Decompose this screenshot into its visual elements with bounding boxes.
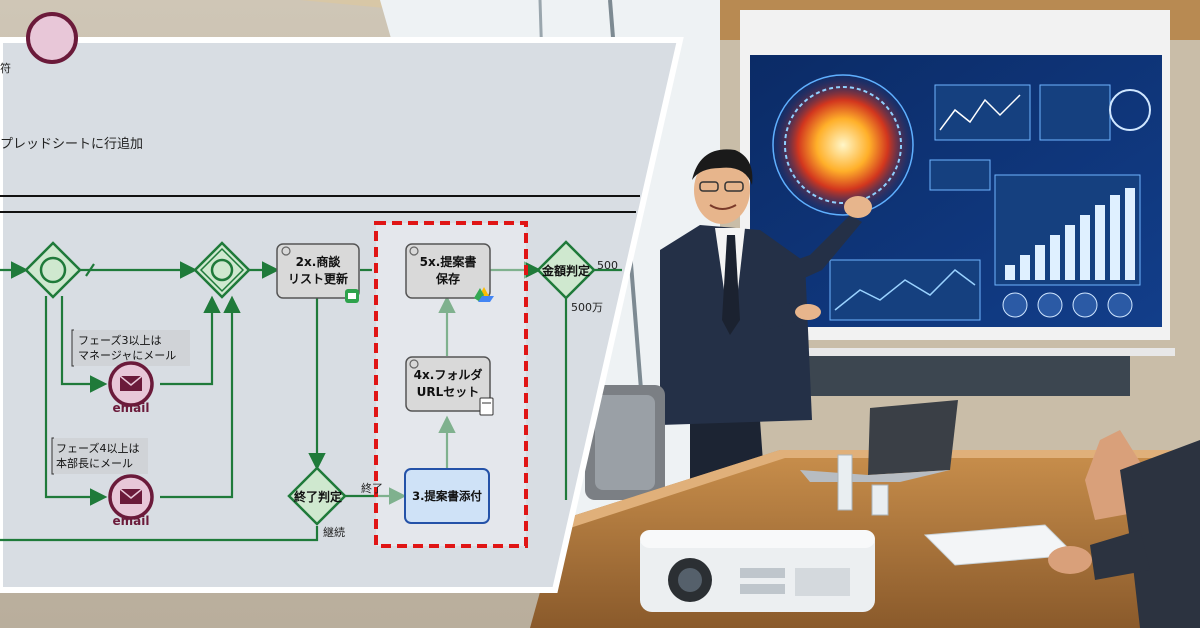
task-3-label: 3.提案書添付 (412, 489, 482, 503)
note-phase3-line2: マネージャにメール (78, 349, 176, 362)
task-4x-line1: 4x.フォルダ (414, 367, 483, 382)
edge-continue-label: 継続 (323, 525, 345, 539)
glasses (837, 454, 889, 516)
note-phase4-line1: フェーズ4以上は (56, 441, 139, 455)
task-4x[interactable]: 4x.フォルダ URLセット (405, 356, 494, 416)
task-5x[interactable]: 5x.提案書 保存 (405, 243, 494, 302)
email-label-1: email (113, 401, 150, 415)
gear-icon (409, 359, 419, 369)
envelope-icon-flap (119, 375, 143, 386)
end-judge-gateway: 終了判定 終了 継続 (287, 466, 383, 539)
partial-label: 符 (0, 62, 11, 75)
top-lane-label: プレッドシートに行追加 (0, 136, 143, 152)
projection-screen (740, 10, 1175, 396)
edge-500man-label: 500万 (571, 301, 603, 314)
drive-icon-bottom (478, 296, 494, 302)
amount-judge-gateway: 金額判定 500 500万 (536, 240, 618, 314)
calculator-icon (479, 397, 494, 416)
note-phase4: フェーズ4以上は 本部長にメール (51, 437, 148, 475)
gear-icon (409, 246, 419, 256)
sheets-icon-grid (348, 293, 356, 299)
task-3[interactable]: 3.提案書添付 (404, 468, 490, 524)
gear-icon (281, 246, 291, 256)
task-2x[interactable]: 2x.商談 リスト更新 (276, 243, 360, 303)
edge-end-label: 終了 (361, 481, 383, 495)
note-phase3-line1: フェーズ3以上は (78, 333, 161, 347)
amount-judge-label: 金額判定 (541, 263, 590, 278)
task-4x-line2: URLセット (417, 385, 480, 399)
email-event-1[interactable]: email (108, 361, 154, 415)
start-event-icon (26, 12, 78, 64)
envelope-icon-flap (119, 488, 143, 499)
chair (585, 385, 665, 500)
presenter (660, 149, 872, 560)
parallel-gateway-2 (193, 241, 251, 299)
sequence-flows (0, 261, 622, 542)
edge-500-label: 500 (597, 259, 618, 272)
task-5x-line1: 5x.提案書 (420, 254, 477, 269)
diagram-panel: 符 プレッドシートに行追加 (0, 12, 684, 593)
email-label-2: email (113, 514, 150, 528)
projector (640, 530, 875, 612)
note-phase4-line2: 本部長にメール (56, 456, 133, 470)
end-judge-label: 終了判定 (294, 489, 342, 504)
email-event-2[interactable]: email (108, 474, 154, 528)
note-phase3: フェーズ3以上は マネージャにメール (71, 329, 190, 367)
task-2x-line1: 2x.商談 (296, 254, 342, 269)
task-5x-line2: 保存 (435, 271, 460, 286)
parallel-gateway-1 (24, 241, 82, 299)
task-2x-line2: リスト更新 (288, 271, 348, 286)
thumbs-up-hand (1048, 430, 1200, 628)
